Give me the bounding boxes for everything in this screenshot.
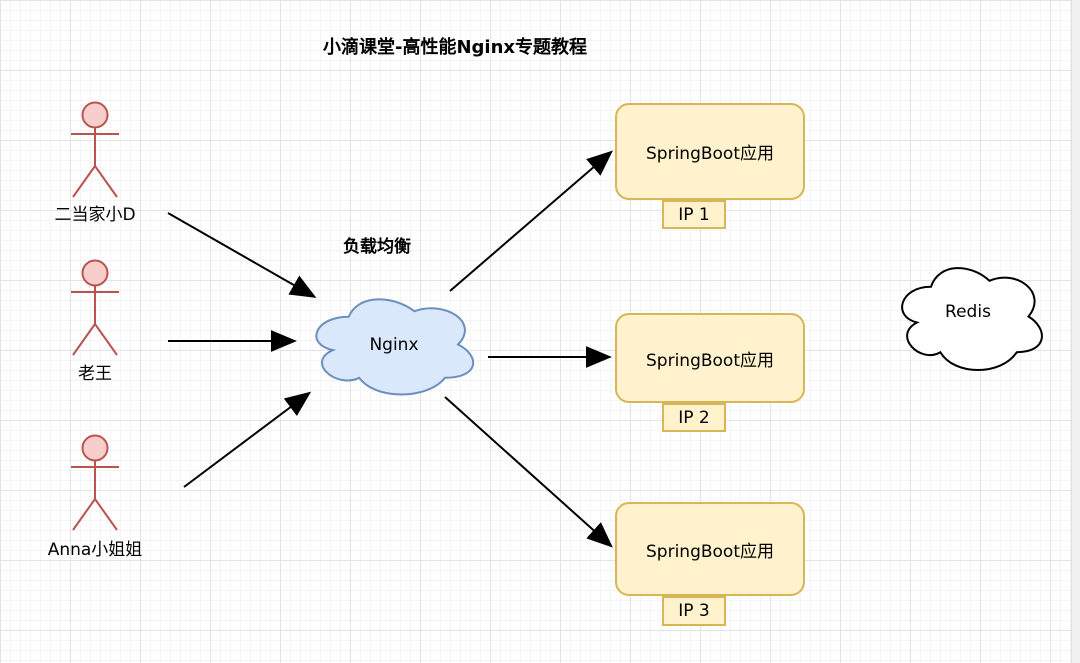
server2-ip-label: IP 2 [678, 407, 710, 428]
user3-label: Anna小姐姐 [47, 540, 143, 560]
user2-label: 老王 [78, 364, 112, 384]
user-actor-icon [71, 434, 119, 531]
user1-label: 二当家小D [54, 205, 136, 225]
server2-ip-badge: IP 2 [662, 403, 726, 432]
redis-cloud-shape [901, 267, 1043, 371]
scrollbar-track[interactable] [1071, 0, 1080, 663]
arrow-user1-to-nginx [167, 212, 317, 298]
server1-label: SpringBoot应用 [646, 144, 774, 164]
nginx-cloud-shape [315, 298, 475, 396]
server1-ip-label: IP 1 [678, 204, 710, 225]
diagram-title: 小滴课堂-高性能Nginx专题教程 [322, 37, 587, 58]
server-node-3: SpringBoot应用 [615, 502, 805, 596]
server3-ip-badge: IP 3 [662, 596, 726, 626]
server1-ip-badge: IP 1 [662, 200, 726, 229]
server2-label: SpringBoot应用 [646, 350, 774, 371]
server-node-2: SpringBoot应用 [615, 313, 805, 403]
redis-cloud-label: Redis [945, 302, 991, 322]
server3-ip-label: IP 3 [678, 601, 710, 621]
server-node-1: SpringBoot应用 [615, 103, 805, 200]
load-balancer-caption: 负载均衡 [343, 237, 411, 257]
user-actor-icon [71, 259, 119, 356]
arrow-user3-to-nginx [183, 391, 312, 488]
user-actor-icon [71, 101, 119, 198]
arrow-nginx-to-server1 [449, 150, 613, 292]
nginx-cloud-label: Nginx [369, 335, 419, 355]
arrow-nginx-to-server3 [444, 396, 613, 548]
server3-label: SpringBoot应用 [646, 541, 774, 562]
